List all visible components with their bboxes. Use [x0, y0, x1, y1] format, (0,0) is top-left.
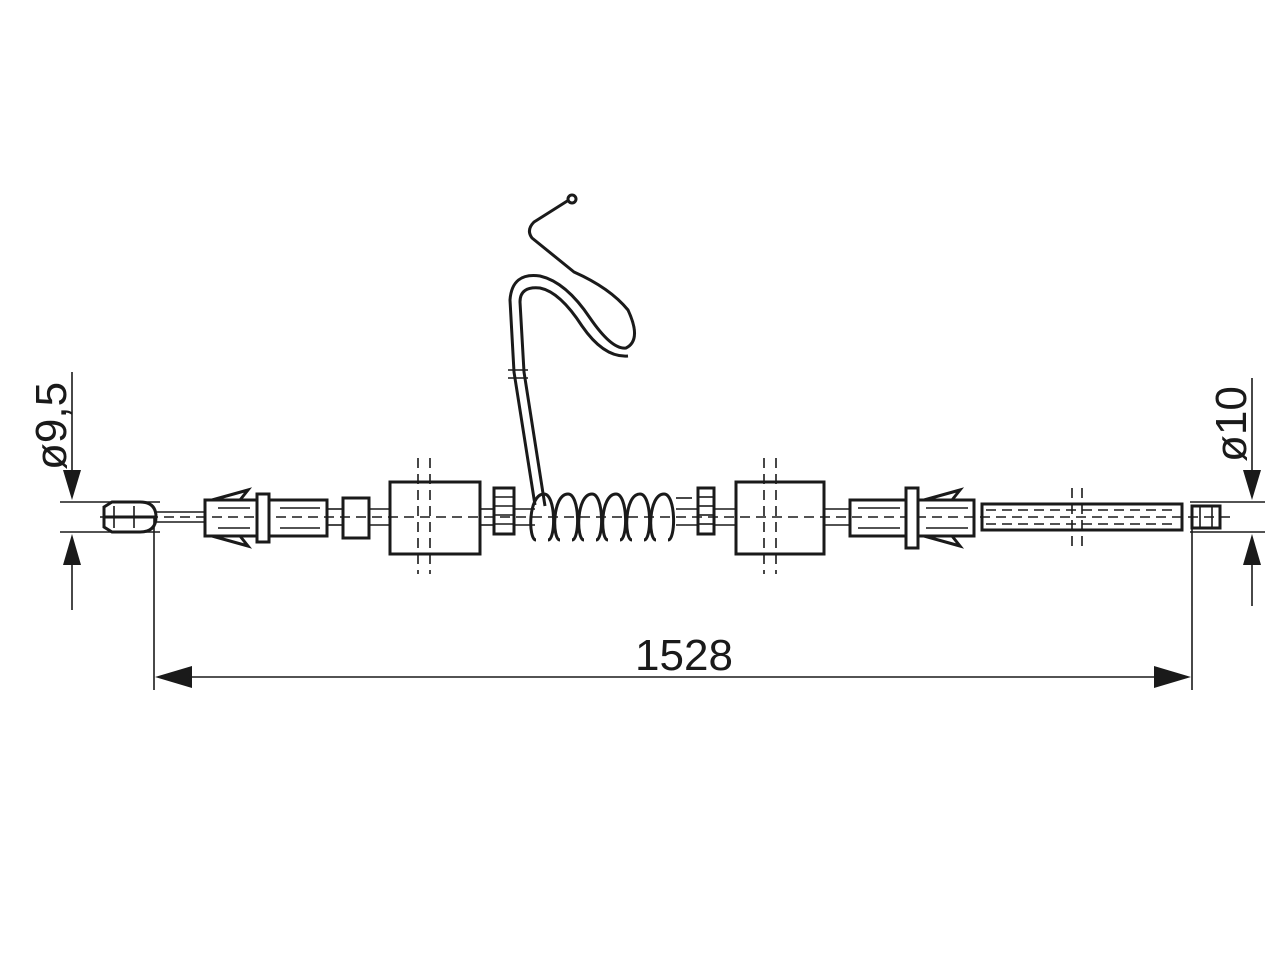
- left-end-fitting: [102, 500, 158, 534]
- right-conduit: [980, 488, 1184, 546]
- left-clip-ferrule: [203, 487, 371, 549]
- left-diameter-label: ø9,5: [27, 382, 76, 470]
- left-bracket-block: [388, 458, 482, 574]
- right-diameter-label: ø10: [1207, 386, 1256, 462]
- right-end-fitting: [1190, 504, 1222, 530]
- left-nut: [492, 486, 516, 536]
- length-dimension: 1528: [153, 516, 1193, 690]
- right-diameter-dimension: ø10: [1190, 378, 1265, 606]
- spring-hook-wire: [508, 193, 636, 507]
- right-bracket-block: [734, 458, 826, 574]
- right-nut: [696, 486, 716, 536]
- right-clip-ferrule: [848, 486, 976, 550]
- length-label: 1528: [635, 631, 733, 680]
- inner-cable-left: [156, 511, 205, 523]
- left-diameter-dimension: ø9,5: [27, 372, 160, 610]
